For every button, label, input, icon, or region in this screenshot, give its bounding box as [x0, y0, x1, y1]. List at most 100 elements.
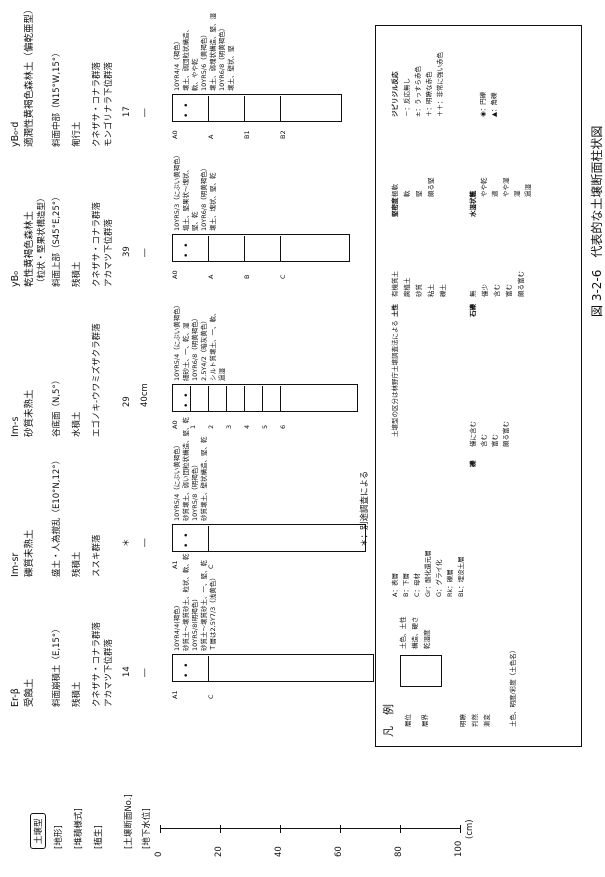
horizon-label: 3: [225, 424, 233, 429]
column-groundwater: ―: [140, 248, 150, 258]
gravel-marks: • •: [182, 531, 192, 548]
horizon-boundary: [244, 386, 245, 412]
horizon-label: B1: [243, 130, 251, 139]
legend-horizon-item: BL：埋没土層: [457, 556, 465, 597]
legend-sample-column: [400, 655, 442, 687]
depth-axis-unit: (cm): [465, 819, 475, 839]
legend-hardness-title: 堅密度: [391, 197, 399, 218]
horizon-label: A: [207, 274, 215, 279]
legend-horizon-item: B：下層: [402, 573, 410, 597]
legend-lime-item: ＋：明瞭な赤色: [425, 71, 433, 118]
horizon-note: 壌土、弱団粒状構造、: [182, 26, 190, 91]
legend-horizon-item: A：表層: [391, 573, 399, 597]
row-label-profile-no: [土壌断面No.]: [124, 794, 134, 849]
legend-stone-item: 僅少: [481, 284, 489, 297]
depth-tick-mark: [400, 825, 401, 833]
horizon-boundary: [280, 236, 281, 262]
column-vegetation: モンゴリナラ下位群落: [104, 61, 114, 147]
depth-tick-mark: [280, 825, 281, 833]
legend-moisture-item: 過湿: [524, 184, 532, 197]
legend-gravel-item: 含む: [480, 434, 488, 447]
column-soil-name-2: （粒状・堅果状構造型）: [37, 193, 47, 287]
column-deposition: 匍行土: [72, 121, 82, 147]
column-soil-name: 受蝕土: [24, 678, 35, 707]
depth-tick-label: 40: [274, 846, 284, 857]
legend-texture-item: 礫土: [439, 284, 447, 297]
horizon-note: 10YR6/8（明黄褐色）: [200, 164, 208, 231]
legend-stone-item: 無: [469, 290, 477, 298]
column-deposition: 残積土: [72, 551, 82, 577]
horizon-label: A0: [171, 270, 179, 279]
row-label-groundwater: [地下水位]: [142, 808, 152, 849]
horizon-note: 10YR6/8（明黄褐色）: [218, 24, 226, 91]
column-soil-name: 適潤性黄褐色森林土（偏乾亜型）: [24, 4, 35, 147]
column-vegetation: ススキ群落: [92, 534, 102, 577]
legend-horizon-item: C：母材: [413, 572, 421, 597]
legend-color-standard: 土色、明度/彩度（土色名）: [509, 646, 517, 727]
depth-tick-label: 20: [214, 846, 224, 857]
horizon-label: A0: [171, 130, 179, 139]
gravel-marks: • •: [182, 391, 192, 408]
horizon-note: 2.5Y4/2（暗灰黄色）: [200, 317, 208, 381]
column-deposition: 水積土: [72, 411, 82, 437]
legend-horizon-item: Rk：礫層: [446, 569, 454, 597]
horizon-note: 過湿: [218, 368, 226, 381]
column-profile-no: ＊: [122, 538, 132, 547]
legend-hardness-item: 軟: [403, 190, 411, 198]
row-label-vegetation: [植生]: [94, 825, 104, 849]
legend-lime-item: ±：うっすら赤色: [414, 66, 422, 117]
horizon-note: 埴土、堅果状～塊状、: [182, 166, 190, 231]
horizon-note: 砂質土～壌質砂土、一、堅、乾: [200, 560, 208, 651]
depth-tick-label: 80: [394, 846, 404, 857]
column-code: yB₀: [10, 271, 21, 287]
legend-structure-label: 構造、硬さ: [411, 616, 419, 650]
horizon-note: 10YR5/3（にぶい黄褐色）: [173, 151, 181, 231]
legend-gravel-item: 富む: [491, 434, 499, 447]
soil-profile-column: [172, 654, 374, 682]
legend-horizon-label: 層位: [404, 714, 412, 727]
horizon-note: 壌土、弱塊状構造、堅、湿: [209, 13, 217, 91]
horizon-label: C: [207, 564, 215, 569]
legend-hardness-item: 堅: [415, 190, 423, 198]
depth-tick-mark: [160, 825, 161, 833]
horizon-note: 10YR6/8（明黄褐色）: [191, 314, 199, 381]
horizon-boundary: [244, 96, 245, 122]
column-code: yB₀-d: [10, 121, 21, 147]
horizon-label: 6: [279, 424, 287, 429]
soil-profile-column: [172, 94, 342, 122]
legend-lime-item: ＋＋：非常に強い赤色: [436, 52, 444, 117]
horizon-note: 10YR5/4（にぶい黄褐色）: [173, 301, 181, 381]
horizon-label: A1: [171, 690, 179, 699]
column-topography: 谷底面（N,5°）: [52, 375, 62, 437]
row-label-deposition: [堆積様式]: [74, 808, 84, 849]
horizon-boundary: [280, 96, 281, 122]
column-groundwater: 40cm: [140, 383, 150, 407]
horizon-note: 10YR5/8(明褐色): [191, 599, 199, 651]
horizon-label: A: [207, 134, 215, 139]
column-soil-name: 礫質未熟土: [24, 529, 35, 577]
column-topography: 斜面中部（N15°W,15°）: [52, 48, 62, 147]
column-groundwater: ―: [140, 108, 150, 118]
legend-gravel-item: 頗る富む: [502, 421, 510, 447]
depth-tick-label: 100: [454, 840, 464, 857]
legend-layer-label: 層界: [421, 714, 429, 727]
horizon-label: C: [279, 274, 287, 279]
legend-stone-item: 頗る富む: [517, 271, 525, 297]
horizon-note: シルト質壌土、一、軟、: [209, 309, 217, 382]
horizon-label: 1: [189, 424, 197, 429]
column-vegetation: エゴノキ-ウワミズザクラ群落: [92, 323, 102, 437]
horizon-boundary: [280, 386, 281, 412]
column-vegetation: クネザサ・コナラ群落: [92, 201, 102, 287]
horizon-label: 2: [207, 424, 215, 429]
horizon-label: B: [243, 274, 251, 279]
depth-tick-label: 0: [154, 851, 164, 857]
gravel-marks: • •: [182, 101, 192, 118]
horizon-boundary: [262, 386, 263, 412]
legend-wet-label: 乾湿度: [423, 629, 431, 650]
column-topography: 斜面上部（S45°E,25°）: [52, 192, 62, 287]
horizon-note: 細砂土、一、乾、湿: [182, 322, 190, 382]
column-code: Er-β: [10, 688, 21, 707]
legend-moisture-item: 湿: [513, 190, 521, 198]
column-topography: 盛土・人為撹乱（E10°N,12°）: [52, 455, 62, 577]
